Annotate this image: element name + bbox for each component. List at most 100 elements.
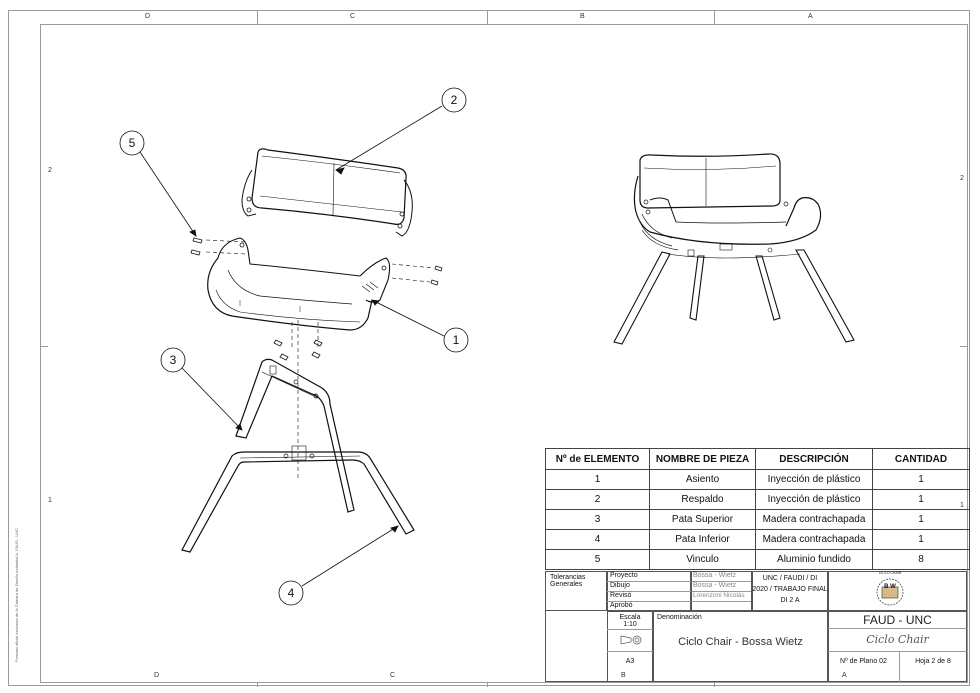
exploded-seat xyxy=(207,237,391,331)
bom-cell: 8 xyxy=(872,549,970,570)
bill-of-materials: Nº de ELEMENTO NOMBRE DE PIEZA DESCRIPCI… xyxy=(545,448,970,570)
row-divider xyxy=(828,628,967,629)
zone-divider xyxy=(714,10,715,24)
tolerances-label: Tolerancias Generales xyxy=(550,574,586,588)
outer-frame xyxy=(8,10,970,686)
zone-divider xyxy=(714,683,715,687)
proyecto-label: Proyecto xyxy=(610,572,638,579)
course-line-1: UNC / FAUDI / DI xyxy=(762,575,818,582)
row-divider xyxy=(828,651,967,652)
bom-cell: Inyección de plástico xyxy=(755,489,873,510)
bom-cell: 5 xyxy=(545,549,650,570)
assembly-axes xyxy=(205,239,435,480)
dibujo-value: Bossa - Wietz xyxy=(693,582,737,589)
bom-header: DESCRIPCIÓN xyxy=(755,448,873,470)
assembled-chair xyxy=(613,153,855,345)
zone-label-right: 2 xyxy=(960,175,964,182)
bom-cell: Inyección de plástico xyxy=(755,469,873,490)
logo-text: B W xyxy=(884,584,896,590)
bom-cell: 1 xyxy=(545,469,650,490)
bom-header-row: Nº de ELEMENTO NOMBRE DE PIEZA DESCRIPCI… xyxy=(545,448,970,470)
callout-2: 2 xyxy=(451,93,458,107)
names-cell xyxy=(691,571,752,611)
institution-name: FAUD - UNC xyxy=(863,613,932,627)
bom-header: CANTIDAD xyxy=(872,448,970,470)
bom-header: NOMBRE DE PIEZA xyxy=(649,448,756,470)
bom-cell: Madera contrachapada xyxy=(755,529,873,550)
denomination-cell xyxy=(653,611,828,682)
zone-divider xyxy=(257,10,258,24)
format-label: A3 xyxy=(625,658,635,665)
row-divider xyxy=(607,629,653,630)
proyecto-value: Bossa - Wietz xyxy=(693,572,737,579)
bom-cell: Pata Inferior xyxy=(649,529,756,550)
signature: Ciclo Chair xyxy=(866,633,929,646)
escala-value: 1:10 xyxy=(623,621,637,628)
course-line-2: 2020 / TRABAJO FINAL xyxy=(752,586,828,593)
bom-cell: 3 xyxy=(545,509,650,530)
scale-cell xyxy=(607,611,653,682)
sheet-number: Hoja 2 de 8 xyxy=(915,658,951,665)
institution-cell xyxy=(828,611,967,682)
reviso-label: Revisó xyxy=(610,592,632,599)
exploded-connectors xyxy=(190,237,443,361)
callout-1: 1 xyxy=(453,333,460,347)
exploded-backrest xyxy=(241,148,413,237)
callout-4: 4 xyxy=(288,586,295,600)
zone-label-bottom: C xyxy=(390,672,396,679)
bom-cell: Madera contrachapada xyxy=(755,509,873,530)
callout-5: 5 xyxy=(129,136,136,150)
inner-frame xyxy=(40,24,968,683)
bom-cell: 4 xyxy=(545,529,650,550)
zone-divider xyxy=(257,683,258,687)
callouts xyxy=(119,87,469,606)
reviso-value: Lorenzoni Nicolás xyxy=(693,592,745,599)
bom-cell: Respaldo xyxy=(649,489,756,510)
bom-cell: 1 xyxy=(872,529,970,550)
table-row: 4 Pata Inferior Madera contrachapada 1 xyxy=(545,529,970,550)
dibujo-label: Dibujo xyxy=(610,582,630,589)
zone-label-top: D xyxy=(145,13,151,20)
course-line-3: DI 2 A xyxy=(780,597,800,604)
row-divider xyxy=(607,651,653,652)
zone-label-left: 2 xyxy=(48,167,52,174)
callout-numbers: 2 5 1 3 4 xyxy=(129,93,460,600)
bom-cell: Vinculo xyxy=(649,549,756,570)
row-divider xyxy=(607,581,752,582)
table-row: 1 Asiento Inyección de plástico 1 xyxy=(545,469,970,490)
course-cell xyxy=(752,571,828,611)
bom-cell: 1 xyxy=(872,489,970,510)
row-divider xyxy=(607,591,752,592)
zone-label-top: A xyxy=(808,13,813,20)
bom-header: Nº de ELEMENTO xyxy=(545,448,650,470)
bom-cell: 1 xyxy=(872,509,970,530)
callout-3: 3 xyxy=(170,353,177,367)
zone-label-bottom: A xyxy=(842,672,847,679)
zone-divider xyxy=(487,10,488,24)
row-divider xyxy=(607,601,752,602)
table-row: 2 Respaldo Inyección de plástico 1 xyxy=(545,489,970,510)
logo-ring-text: CICLO CHAIR xyxy=(878,571,902,575)
zone-divider xyxy=(40,346,48,347)
bom-cell: Pata Superior xyxy=(649,509,756,530)
aprobo-label: Aprobó xyxy=(610,602,633,609)
projection-symbol-icon xyxy=(620,635,642,645)
drawing-title: Ciclo Chair - Bossa Wietz xyxy=(678,636,803,648)
bom-cell: 2 xyxy=(545,489,650,510)
column-divider xyxy=(899,651,900,682)
zone-label-bottom: B xyxy=(621,672,626,679)
zone-label-top: C xyxy=(350,13,356,20)
bom-cell: Asiento xyxy=(649,469,756,490)
zone-label-top: B xyxy=(580,13,585,20)
escala-label: Escala xyxy=(619,614,641,621)
denominacion-label: Denominación xyxy=(657,614,702,621)
table-row: 5 Vinculo Aluminio fundido 8 xyxy=(545,549,970,570)
zone-divider xyxy=(960,346,968,347)
bw-logo-icon xyxy=(876,578,904,606)
logo-cell xyxy=(828,571,967,611)
bom-cell: Aluminio fundido xyxy=(755,549,873,570)
title-block: Tolerancias Generales Proyecto Dibujo Re… xyxy=(545,571,967,682)
table-row: 3 Pata Superior Madera contrachapada 1 xyxy=(545,509,970,530)
bom-cell: 1 xyxy=(872,469,970,490)
